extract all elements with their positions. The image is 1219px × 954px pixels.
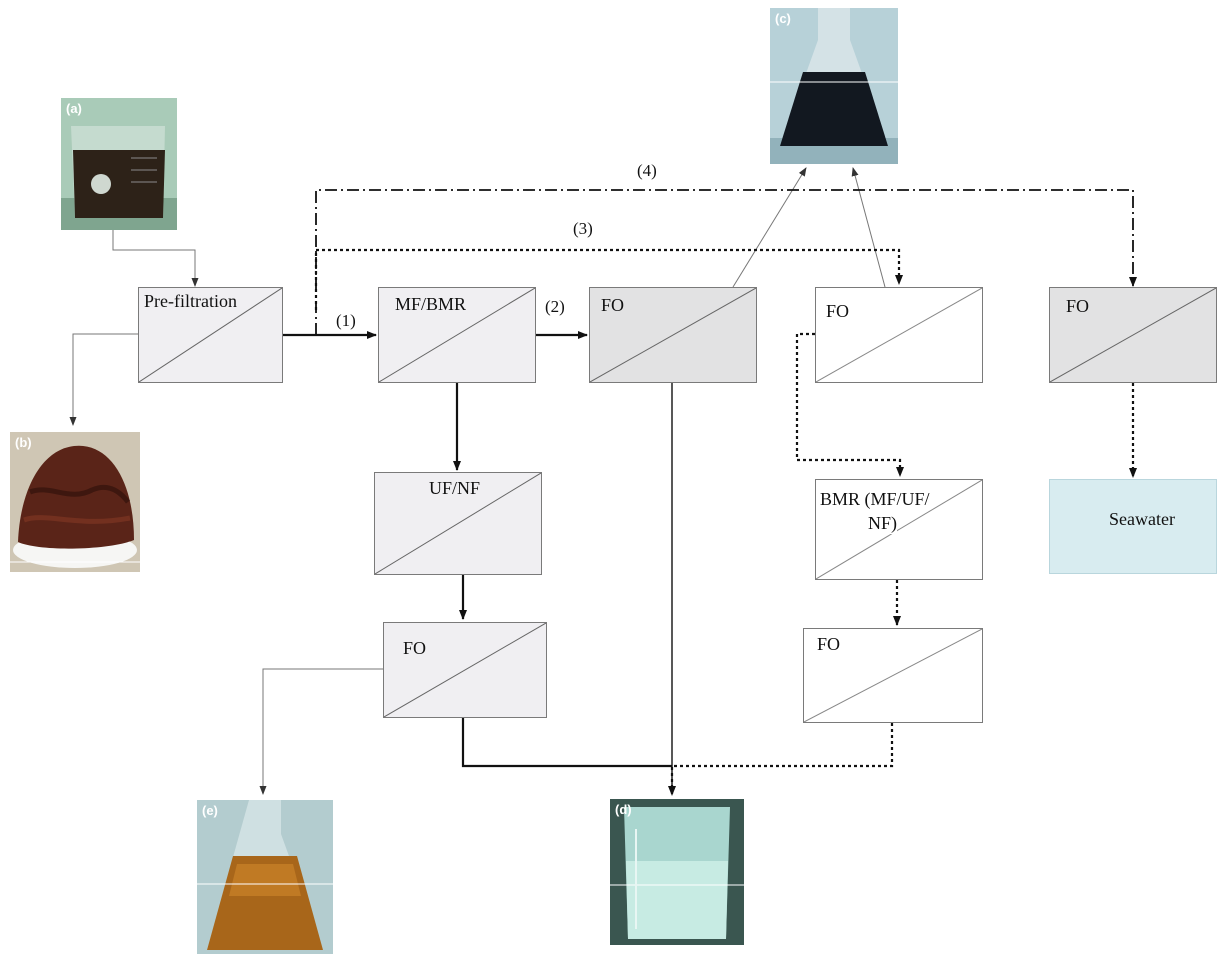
seawater-label: Seawater xyxy=(1109,509,1175,529)
solid-connectors xyxy=(282,331,672,768)
flask-dark-liquid-image xyxy=(770,8,898,164)
fo-route4-box: FO xyxy=(1049,287,1217,383)
fo-bottom-right-box: FO xyxy=(803,628,983,723)
photo-b-sludge: (b) xyxy=(10,432,140,572)
route-1-label: (1) xyxy=(336,311,356,330)
prefiltration-label: Pre-filtration xyxy=(144,291,237,311)
fo-route3-box: FO xyxy=(815,287,983,383)
mf-bmr-label: MF/BMR xyxy=(395,294,467,314)
fo-lower-box: FO xyxy=(383,622,547,718)
photo-e-treated-permeate: (e) xyxy=(197,800,333,954)
line-fo-lower-to-d xyxy=(461,718,672,768)
mf-bmr-box: MF/BMR xyxy=(378,287,536,383)
fo-lower-label: FO xyxy=(403,638,427,658)
membrane-diagonal xyxy=(384,623,546,717)
beaker-clear-water-image xyxy=(610,799,744,945)
membrane-diagonal xyxy=(139,288,282,382)
route-3-label: (3) xyxy=(573,219,593,238)
dashdot-connectors xyxy=(315,189,1137,335)
fo-main-box: FO xyxy=(589,287,757,383)
photo-d-clean-water: (d) xyxy=(610,799,744,945)
seawater-box: Seawater xyxy=(1049,479,1217,574)
line-fo3-to-bmr xyxy=(795,332,904,477)
membrane-diagonal xyxy=(816,288,982,382)
line-fo-bottom-to-d xyxy=(668,723,894,796)
membrane-diagonal xyxy=(816,480,982,579)
uf-nf-label: UF/NF xyxy=(429,478,481,498)
membrane-diagonal xyxy=(590,288,756,382)
fo-main-label: FO xyxy=(601,295,625,315)
route-4-line xyxy=(315,189,1137,335)
line-a-to-prefiltration xyxy=(112,230,199,287)
route-4-label: (4) xyxy=(637,161,657,180)
photo-d-tag: (d) xyxy=(615,802,632,817)
line-fo3-to-c xyxy=(851,167,886,288)
beaker-dark-liquid-image xyxy=(61,98,177,230)
line-fo-to-c xyxy=(732,167,807,288)
membrane-diagonal xyxy=(375,473,541,574)
membrane-diagonal xyxy=(379,288,535,382)
line-fo-lower-to-e xyxy=(259,668,383,795)
fo-route4-label: FO xyxy=(1066,296,1090,316)
prefiltration-box: Pre-filtration xyxy=(138,287,283,383)
photo-b-tag: (b) xyxy=(15,435,32,450)
photo-a-raw-wastewater: (a) xyxy=(61,98,177,230)
fo-bottom-right-label: FO xyxy=(817,634,841,654)
flask-amber-liquid-image xyxy=(197,800,333,954)
photo-c-tag: (c) xyxy=(775,11,791,26)
membrane-diagonal xyxy=(1050,288,1216,382)
photo-e-tag: (e) xyxy=(202,803,218,818)
photo-a-tag: (a) xyxy=(66,101,82,116)
bmr-box: BMR (MF/UF/ NF) xyxy=(815,479,983,580)
photo-c-concentrate: (c) xyxy=(770,8,898,164)
bmr-label-line2: NF) xyxy=(868,512,898,534)
line-prefiltration-to-b xyxy=(69,333,138,426)
membrane-diagonal xyxy=(804,629,982,722)
fo-route3-label: FO xyxy=(826,301,850,321)
thin-connectors xyxy=(69,167,886,795)
route-2-label: (2) xyxy=(545,297,565,316)
sludge-image xyxy=(10,432,140,572)
uf-nf-box: UF/NF xyxy=(374,472,542,575)
bmr-label-line1: BMR (MF/UF/ xyxy=(820,488,930,510)
